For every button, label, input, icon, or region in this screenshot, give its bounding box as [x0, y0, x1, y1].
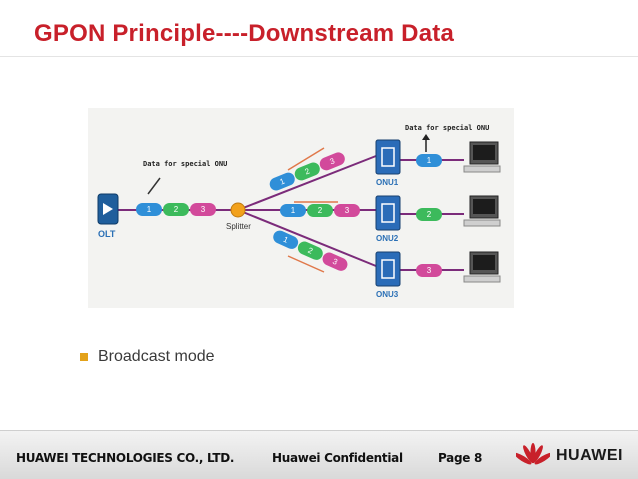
packet-trunk-3 [190, 203, 216, 216]
packets-branch1: 1 2 3 [269, 152, 345, 191]
special-label-right: Data for special ONU [405, 124, 489, 132]
arrow-branch3 [287, 255, 325, 273]
onu1-packet-label: 1 [427, 156, 432, 165]
pc3-keyboard [463, 275, 501, 283]
footer: HUAWEI TECHNOLOGIES CO., LTD. Huawei Con… [0, 430, 638, 479]
pc3-icon [463, 251, 501, 283]
fiber-to-onu3 [237, 209, 377, 267]
splitter: Splitter [226, 202, 251, 231]
packet-b2-2 [307, 204, 333, 217]
bullet-icon [80, 353, 88, 361]
packet-trunk-2-label: 2 [174, 205, 179, 214]
onu3-icon [375, 251, 401, 287]
splitter-icon [230, 202, 246, 218]
packet-b1-1 [269, 172, 295, 191]
onu1-label: ONU1 [376, 178, 399, 187]
packets-trunk: 1 2 3 [136, 203, 216, 216]
packets-branch2: 1 2 3 [280, 204, 360, 217]
fiber-to-onu1 [237, 155, 377, 211]
packet-trunk-2 [163, 203, 189, 216]
packet-b2-3-label: 3 [345, 206, 350, 215]
packet-b2-1 [280, 204, 306, 217]
packet-b2-2-label: 2 [318, 206, 323, 215]
packet-b3-3 [322, 252, 348, 271]
bullet-broadcast: Broadcast mode [80, 348, 215, 366]
gpon-diagram: OLT Splitter Data for special ONU Data f… [88, 108, 514, 308]
footer-confidential: Huawei Confidential [272, 451, 403, 465]
footer-brand: HUAWEI [556, 447, 623, 464]
packet-b3-1-label: 1 [282, 235, 290, 245]
gpon-diagram-svg: OLT Splitter Data for special ONU Data f… [97, 124, 501, 299]
bullet-text: Broadcast mode [98, 348, 215, 365]
pc2-keyboard [463, 219, 501, 227]
packet-b3-1 [273, 230, 299, 249]
special-arrow-left [147, 177, 161, 195]
onu2-icon [375, 195, 401, 231]
pc1-keyboard [463, 165, 501, 173]
olt-icon [103, 203, 113, 215]
onu2-packet-label: 2 [427, 210, 432, 219]
packet-b1-3-label: 3 [329, 156, 337, 166]
packet-trunk-1 [136, 203, 162, 216]
special-label-left: Data for special ONU [143, 160, 227, 168]
packet-b3-2 [297, 241, 323, 260]
packet-b2-1-label: 1 [291, 206, 296, 215]
onu2-inner [381, 203, 395, 223]
splitter-label: Splitter [226, 222, 251, 231]
packet-b1-3 [319, 152, 345, 171]
onu3: ONU3 3 [375, 251, 442, 299]
direction-arrows [287, 147, 338, 273]
packet-b3-2-label: 2 [306, 246, 314, 256]
special-arrowhead-right [422, 134, 430, 140]
onu3-label: ONU3 [376, 290, 399, 299]
arrow-branch1 [287, 147, 325, 171]
packet-b3-3-label: 3 [331, 257, 339, 267]
onu1-icon [375, 139, 401, 175]
packet-trunk-3-label: 3 [201, 205, 206, 214]
pc2-icon [463, 195, 501, 227]
onu3-inner [381, 259, 395, 279]
title-divider [0, 56, 638, 57]
packet-b1-1-label: 1 [278, 176, 286, 186]
olt-label: OLT [98, 229, 116, 239]
packet-b2-3 [334, 204, 360, 217]
packet-trunk-1-label: 1 [147, 205, 152, 214]
onu2: ONU2 2 [375, 195, 442, 243]
pc1-icon [463, 141, 501, 173]
slide-title: GPON Principle----Downstream Data [34, 20, 455, 47]
onu2-label: ONU2 [376, 234, 399, 243]
onu2-packet [416, 208, 442, 221]
pc3-screen [473, 255, 495, 270]
onu1: ONU1 1 [375, 139, 442, 187]
packet-b1-2-label: 2 [304, 166, 312, 176]
onu1-inner [381, 147, 395, 167]
huawei-logo-icon [516, 443, 550, 465]
pc2-screen [473, 199, 495, 214]
packet-b1-2 [294, 162, 320, 181]
footer-page-number: Page 8 [438, 451, 483, 465]
pc1-screen [473, 145, 495, 160]
onu1-packet [416, 154, 442, 167]
footer-company: HUAWEI TECHNOLOGIES CO., LTD. [16, 451, 235, 465]
onu3-packet-label: 3 [427, 266, 432, 275]
olt-device: OLT [97, 193, 119, 239]
onu3-packet [416, 264, 442, 277]
packets-branch3: 1 2 3 [273, 230, 348, 271]
